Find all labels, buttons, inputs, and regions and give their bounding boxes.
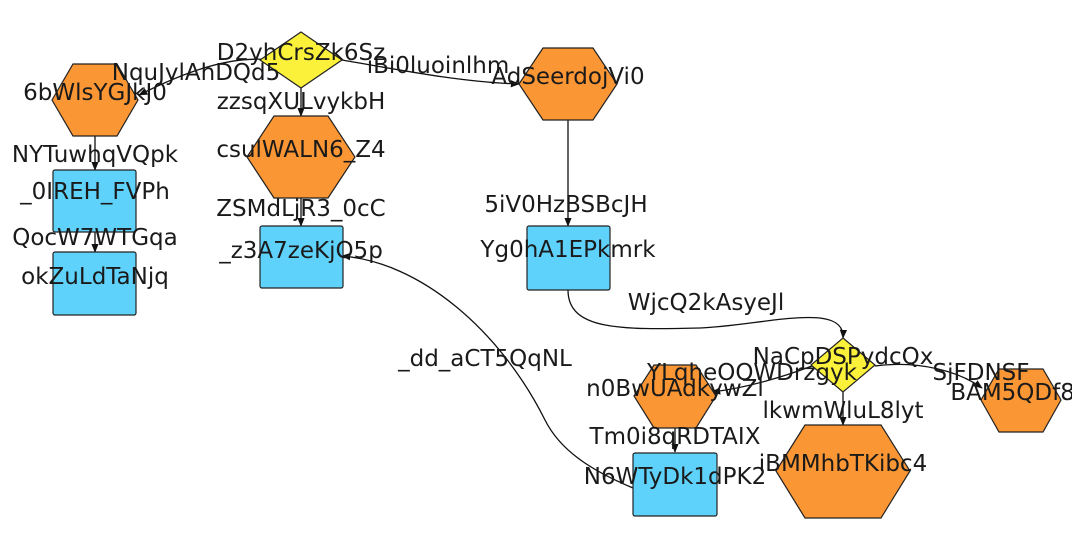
node-n8-label: Yg0hA1EPkmrk	[479, 237, 656, 263]
node-n12[interactable]	[775, 424, 911, 519]
edge-e12-label: Tm0i8qRDTAIX	[589, 424, 761, 450]
edge-e1-label: NquJylAhDQd5	[112, 60, 281, 86]
edge-e4-label: NYTuwhqVQpk	[12, 142, 179, 168]
node-n13[interactable]	[632, 452, 718, 517]
edge-e8	[567, 289, 848, 339]
node-n3[interactable]	[246, 115, 356, 199]
node-n9[interactable]	[810, 337, 876, 393]
edge-e1	[138, 58, 274, 96]
node-n5[interactable]	[52, 169, 137, 233]
node-n6[interactable]	[52, 251, 137, 316]
edge-e7-label: 5iV0HzBSBcJH	[484, 192, 647, 218]
edge-e9	[711, 365, 813, 395]
edge-e13	[341, 253, 634, 489]
edge-e10-label: SjFDNSF	[933, 360, 1030, 386]
node-n8[interactable]	[526, 225, 611, 291]
node-n7-label: _z3A7zeKjO5p	[218, 238, 383, 264]
edge-e9-label: YLqheOOWDrzgyk	[646, 360, 858, 386]
edge-e11-label: lkwmWluL8lyt	[762, 398, 923, 424]
edge-e3	[341, 59, 520, 88]
node-n6-label: okZuLdTaNjq	[21, 264, 169, 290]
node-n5-label: _0IREH_FVPh	[19, 179, 170, 205]
edge-e2-label: zzsqXULvykbH	[217, 89, 386, 115]
node-n9-label: NaCpDSPydcQx	[753, 344, 934, 370]
edge-e13-label: _dd_aCT5QqNL	[397, 346, 572, 372]
nodes	[51, 31, 1062, 519]
node-n13-label: N6WTyDk1dPK2	[584, 464, 767, 490]
edge-labels: NquJylAhDQd5 zzsqXULvykbH iBi0luoinlhm N…	[12, 53, 1030, 450]
node-n1[interactable]	[258, 31, 344, 89]
node-n1-label: D2yhCrsZk6Sz	[217, 40, 385, 66]
node-n12-label: iBMMhbTKibc4	[759, 451, 927, 477]
edge-e3-label: iBi0luoinlhm	[367, 53, 510, 79]
node-n11[interactable]	[980, 368, 1062, 433]
node-labels: D2yhCrsZk6Sz 6bWlsYGJkJ0 csulWALN6_Z4 Ad…	[19, 40, 1072, 490]
edges	[91, 58, 983, 489]
node-n3-label: csulWALN6_Z4	[216, 137, 385, 163]
edge-e5-label: QocW7WTGqa	[12, 225, 178, 251]
edge-e10	[874, 363, 983, 389]
edge-e6-label: ZSMdLjR3_0cC	[216, 196, 385, 222]
edge-e8-label: WjcQ2kAsyeJl	[628, 290, 785, 316]
node-n2[interactable]	[51, 63, 139, 137]
node-n4[interactable]	[518, 47, 618, 121]
node-n2-label: 6bWlsYGJkJ0	[23, 80, 167, 106]
node-n10[interactable]	[633, 364, 717, 429]
node-n10-label: n0BwUAdkywZl	[586, 376, 764, 402]
node-n11-label: BAM5QDf8U	[950, 380, 1072, 406]
node-n7[interactable]	[259, 225, 344, 289]
node-n4-label: AdSeerdojVi0	[491, 64, 644, 90]
